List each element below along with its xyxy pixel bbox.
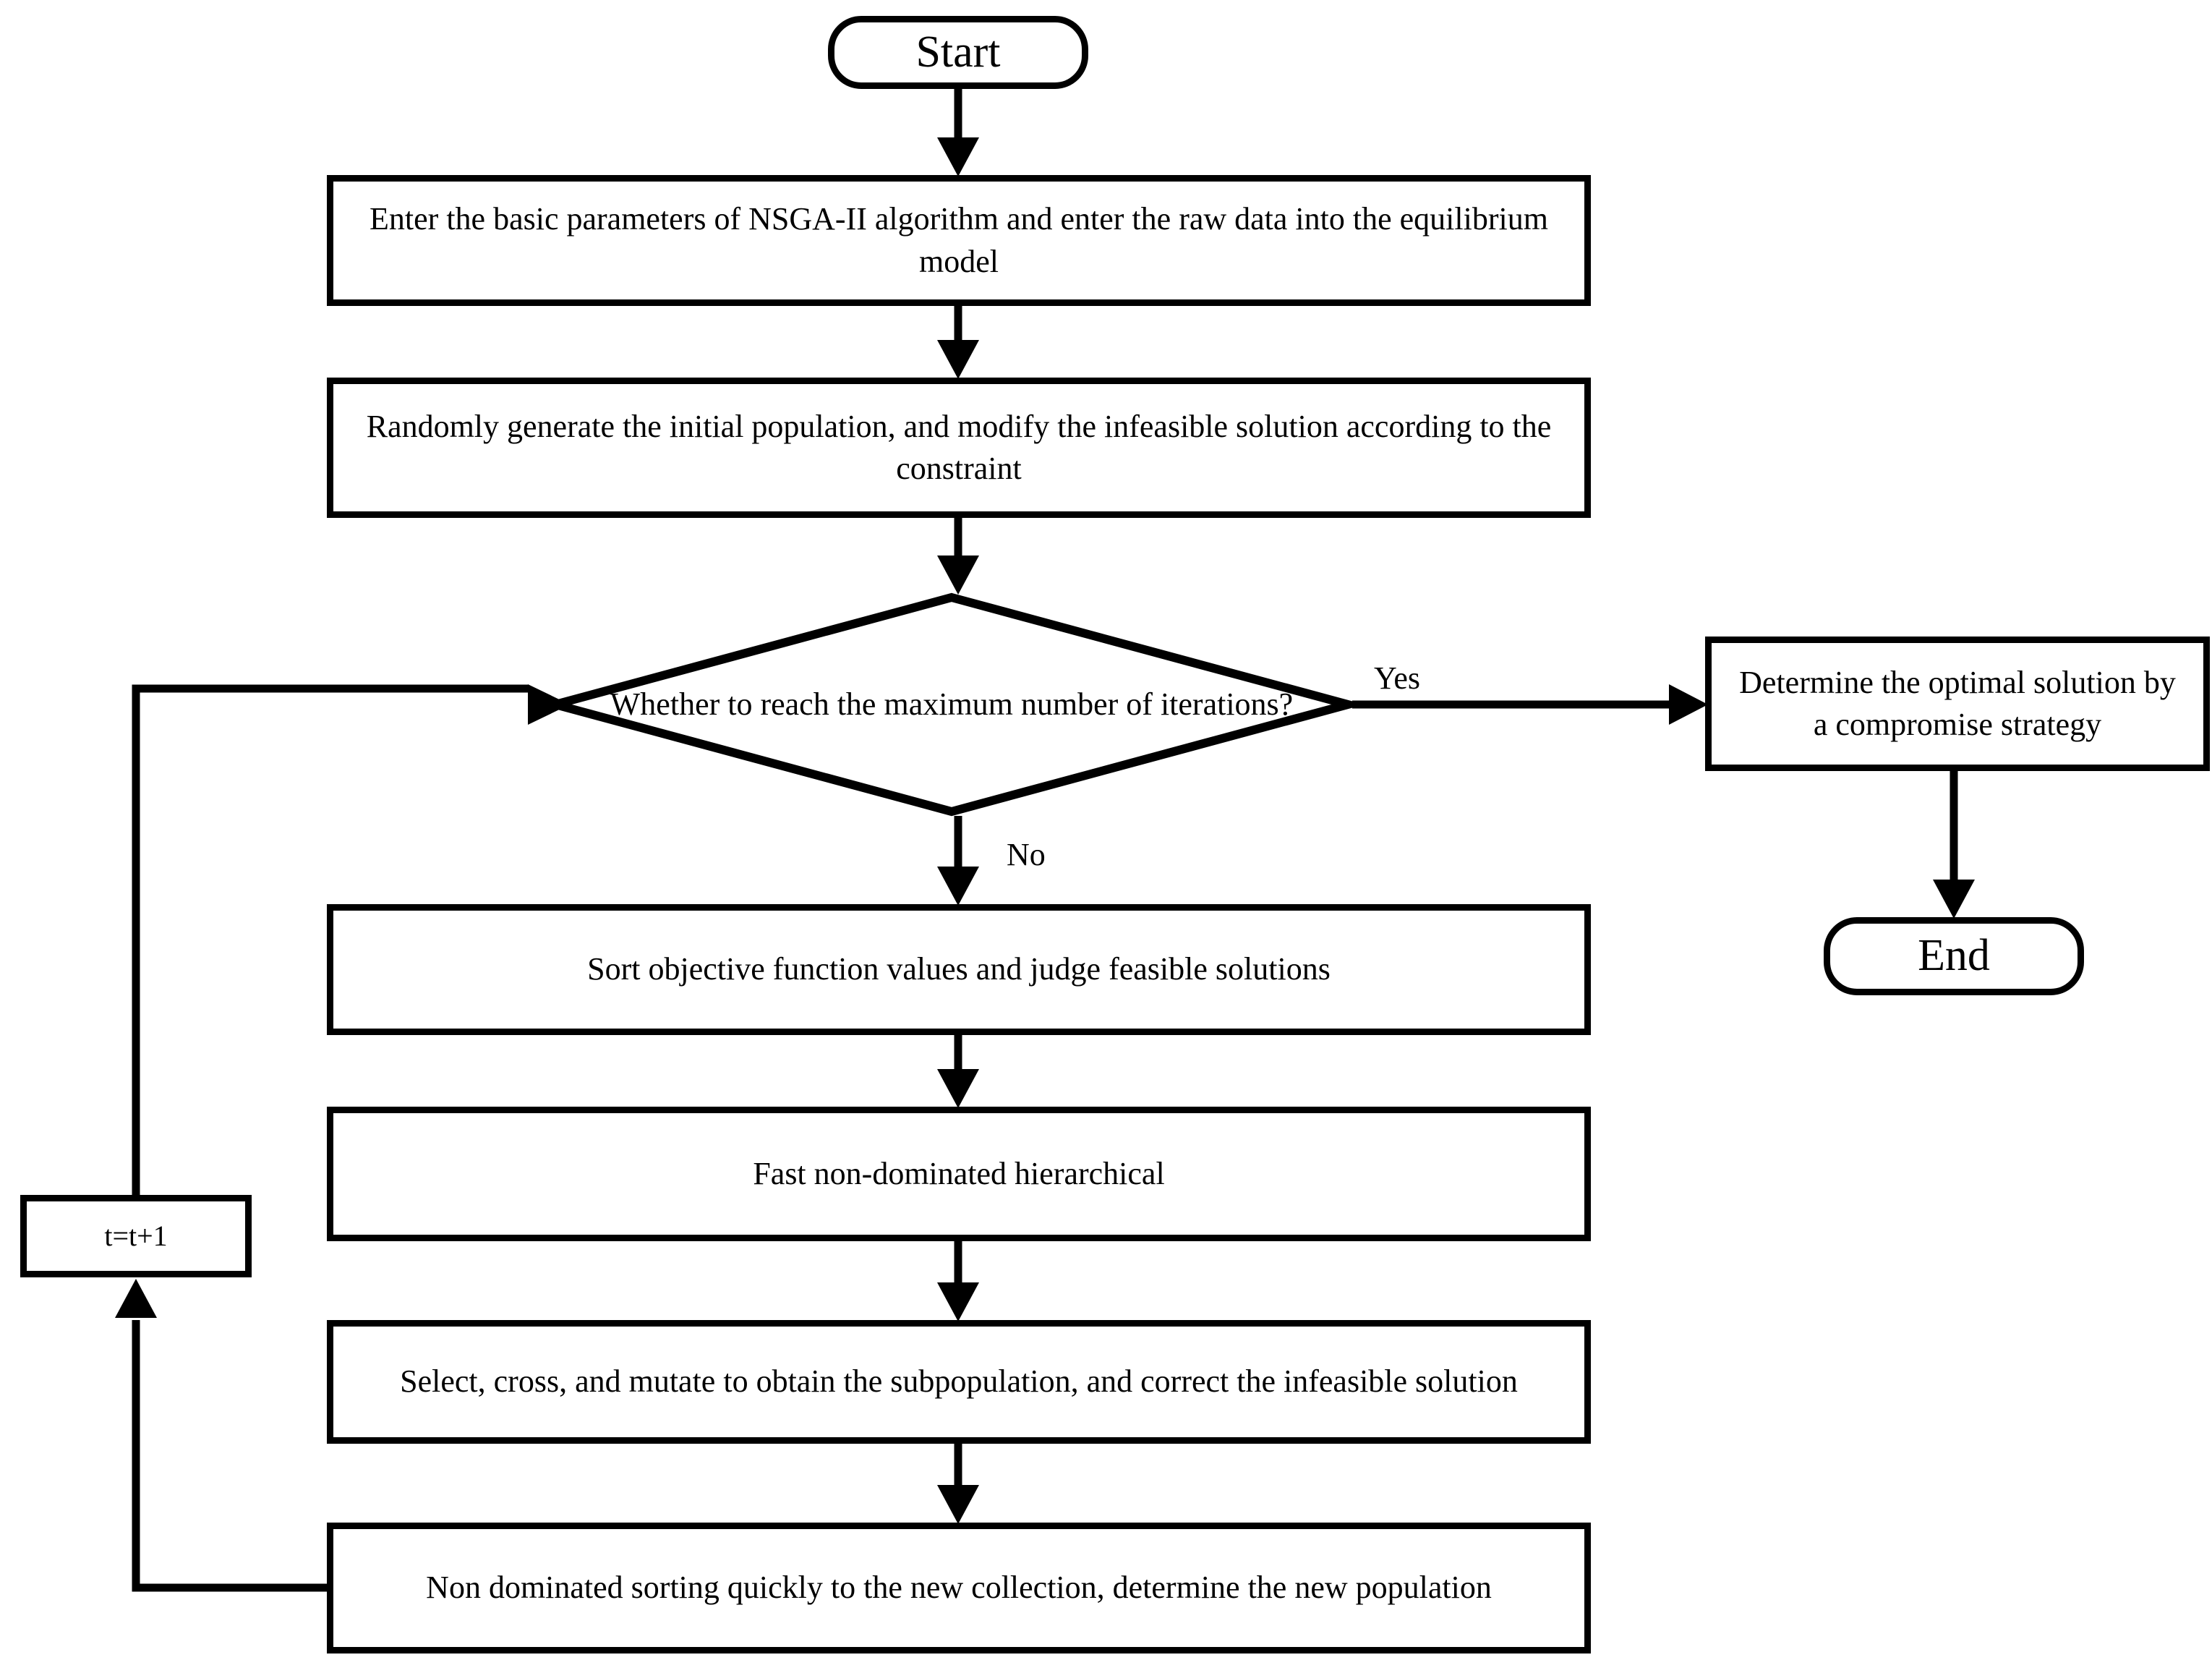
node-sort-objective[interactable]: Sort objective function values and judge… <box>327 904 1591 1035</box>
node-initial-population-label: Randomly generate the initial population… <box>366 408 1552 486</box>
node-new-population-label: Non dominated sorting quickly to the new… <box>426 1570 1492 1606</box>
node-select-cross-mutate[interactable]: Select, cross, and mutate to obtain the … <box>327 1320 1591 1444</box>
node-counter-increment-label: t=t+1 <box>104 1219 168 1252</box>
arrowhead-enter-to-initial <box>937 340 979 379</box>
node-enter-parameters-label: Enter the basic parameters of NSGA-II al… <box>370 201 1548 279</box>
node-initial-population[interactable]: Randomly generate the initial population… <box>327 378 1591 518</box>
node-end-label: End <box>1918 931 1990 981</box>
arrowhead-determine-to-end <box>1933 880 1975 919</box>
arrowhead-select-to-new-population <box>937 1485 979 1524</box>
node-enter-parameters[interactable]: Enter the basic parameters of NSGA-II al… <box>327 175 1591 306</box>
edge-new-population-to-counter-increment <box>132 1320 327 1592</box>
arrowhead-yes-to-determine-optimal <box>1669 684 1708 725</box>
decision-diamond-shape <box>538 592 1365 817</box>
arrowhead-sort-to-fast <box>937 1069 979 1108</box>
arrowhead-new-population-to-counter <box>115 1279 157 1318</box>
edge-label-yes: Yes <box>1374 660 1421 696</box>
node-determine-optimal[interactable]: Determine the optimal solution by a comp… <box>1705 637 2210 771</box>
node-new-population[interactable]: Non dominated sorting quickly to the new… <box>327 1523 1591 1653</box>
node-start-label: Start <box>915 27 1001 77</box>
arrowhead-no-to-sort-objective <box>937 867 979 906</box>
node-fast-nondominated[interactable]: Fast non-dominated hierarchical <box>327 1107 1591 1241</box>
node-sort-objective-label: Sort objective function values and judge… <box>587 951 1331 987</box>
node-fast-nondominated-label: Fast non-dominated hierarchical <box>753 1155 1165 1191</box>
node-max-iterations-check[interactable]: Whether to reach the maximum number of i… <box>538 592 1365 817</box>
node-select-cross-mutate-label: Select, cross, and mutate to obtain the … <box>400 1363 1518 1400</box>
arrowhead-start-to-enter-parameters <box>937 137 979 176</box>
node-end[interactable]: End <box>1824 917 2084 995</box>
arrowhead-fast-to-select <box>937 1282 979 1321</box>
arrowhead-initial-to-decision <box>937 556 979 595</box>
edge-label-no: No <box>1007 837 1046 872</box>
node-determine-optimal-label: Determine the optimal solution by a comp… <box>1739 664 2176 742</box>
node-counter-increment[interactable]: t=t+1 <box>20 1195 252 1277</box>
node-start[interactable]: Start <box>828 16 1088 89</box>
